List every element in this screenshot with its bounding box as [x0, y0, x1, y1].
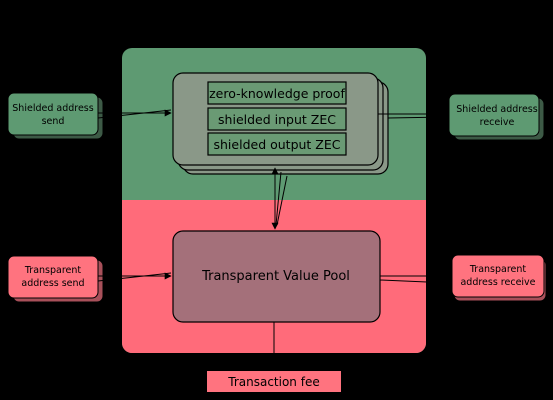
- shielded-send-line2: send: [42, 116, 65, 127]
- zero-knowledge-proof-label: zero-knowledge proof: [209, 86, 345, 101]
- shielded-receive-node: Shielded address receive: [448, 93, 545, 141]
- shielded-receive-line2: receive: [480, 117, 515, 128]
- transparent-send-node: Transparent address send: [7, 255, 104, 303]
- transparent-pool-label: Transparent Value Pool: [201, 269, 350, 284]
- shielded-output-label: shielded output ZEC: [214, 137, 341, 152]
- transparent-receive-node: Transparent address receive: [451, 254, 547, 302]
- shielded-receive-line1: Shielded address: [456, 104, 537, 115]
- transparent-receive-line1: Transparent: [469, 264, 527, 275]
- transparent-send-line2: address send: [21, 278, 84, 289]
- shielded-send-line1: Shielded address: [12, 103, 93, 114]
- shielded-pool-panel: zero-knowledge proof shielded input ZEC …: [172, 72, 389, 175]
- connectors: [97, 109, 451, 353]
- transparent-receive-line2: address receive: [460, 277, 535, 288]
- shielded-input-label: shielded input ZEC: [218, 112, 336, 127]
- transaction-fee-label: Transaction fee: [227, 375, 319, 389]
- transparent-value-pool: Transparent Value Pool: [172, 230, 381, 323]
- transaction-fee-node: Transaction fee: [207, 371, 341, 392]
- transparent-send-line1: Transparent: [24, 265, 82, 276]
- shielded-input-box: shielded input ZEC: [207, 107, 347, 131]
- shielded-output-box: shielded output ZEC: [207, 132, 347, 156]
- zero-knowledge-proof-box: zero-knowledge proof: [207, 81, 347, 105]
- shielded-send-node: Shielded address send: [7, 92, 104, 140]
